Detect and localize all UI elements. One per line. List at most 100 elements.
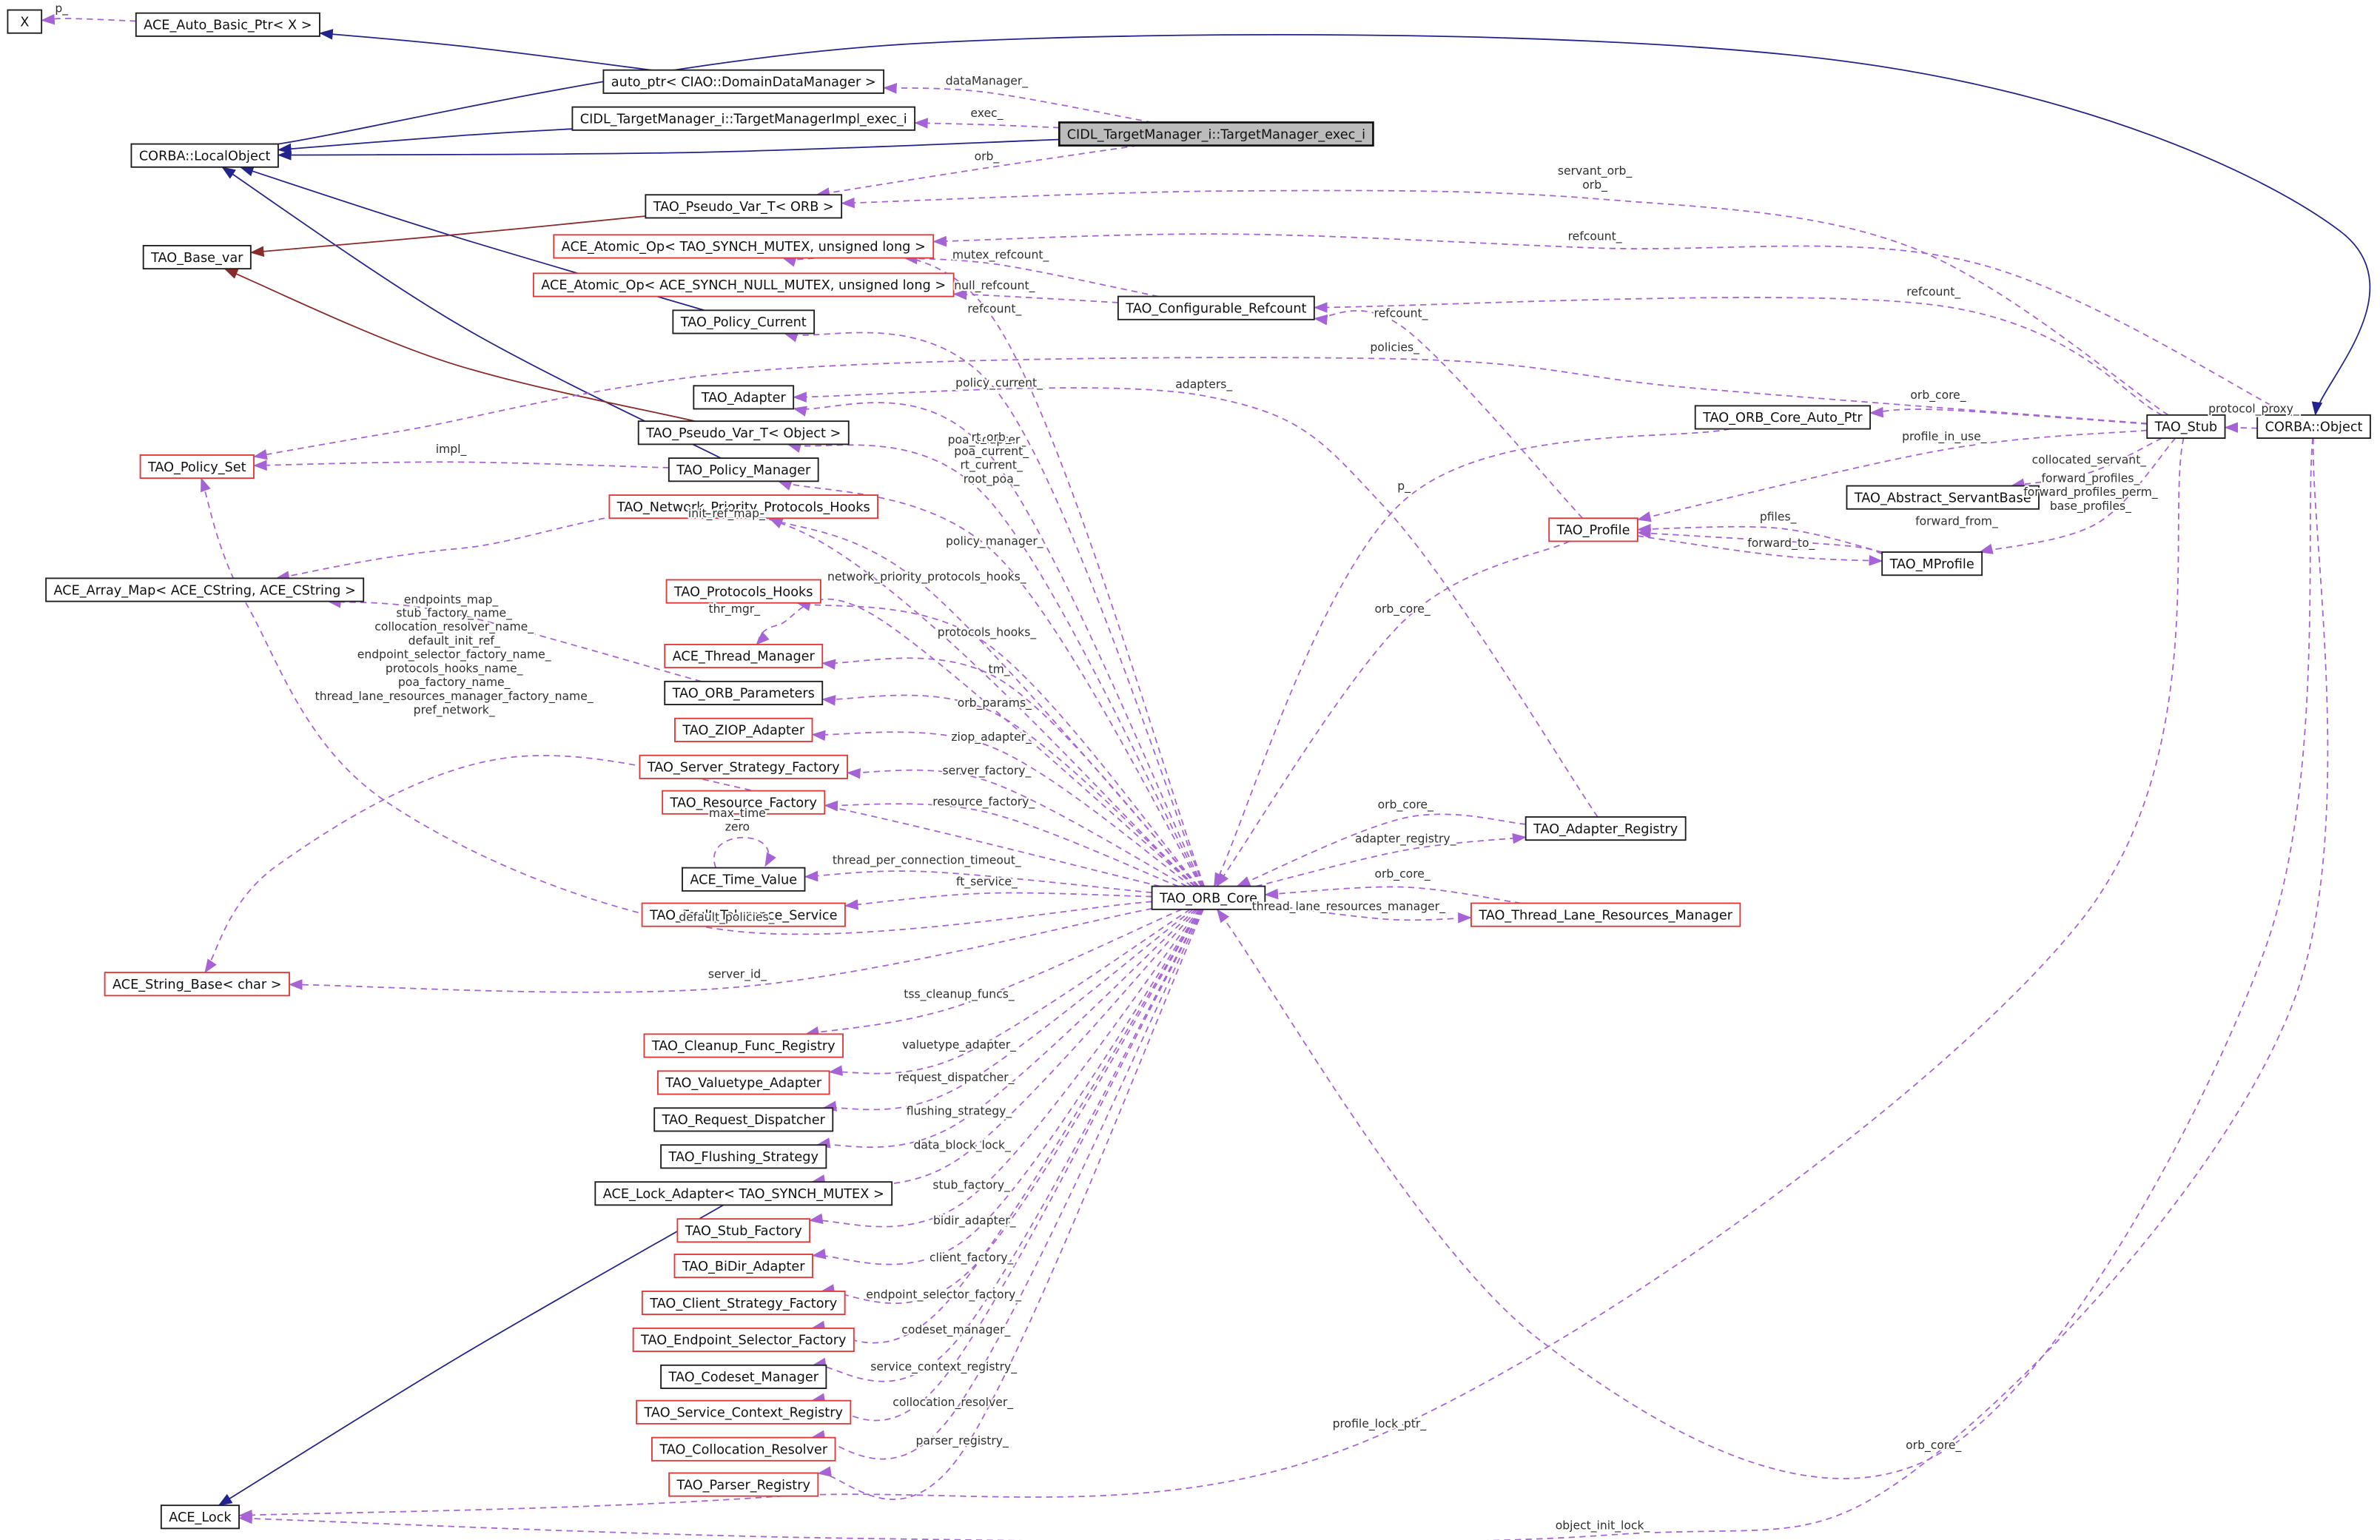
node-box-server_strategy_factory bbox=[639, 754, 848, 779]
node-endpoint_selector_factory[interactable]: TAO_Endpoint_Selector_Factory bbox=[632, 1327, 855, 1353]
edge-orb_core-to-ziop_adapter-42 bbox=[811, 730, 1193, 887]
node-request_dispatcher[interactable]: TAO_Request_Dispatcher bbox=[653, 1107, 834, 1132]
node-stub[interactable]: TAO_Stub bbox=[2146, 414, 2226, 439]
node-local_object[interactable]: CORBA::LocalObject bbox=[130, 143, 279, 168]
edge-label-orb_core-flushing_strategy-58: flushing_strategy_ bbox=[907, 1105, 1012, 1119]
node-box-request_dispatcher bbox=[653, 1107, 834, 1132]
node-string_base[interactable]: ACE_String_Base< char > bbox=[104, 972, 290, 997]
edge-label-stub-abstract_servant-27: collocated_servant_ bbox=[2032, 453, 2147, 467]
node-parser_registry[interactable]: TAO_Parser_Registry bbox=[668, 1472, 819, 1497]
node-network_priority_hooks[interactable]: TAO_Network_Priority_Protocols_Hooks bbox=[608, 494, 879, 520]
node-configurable_refcount[interactable]: TAO_Configurable_Refcount bbox=[1117, 295, 1315, 320]
node-tlrm[interactable]: TAO_Thread_Lane_Resources_Manager bbox=[1470, 902, 1741, 927]
node-resource_factory[interactable]: TAO_Resource_Factory bbox=[662, 790, 826, 815]
node-pseudo_var_object[interactable]: TAO_Pseudo_Var_T< Object > bbox=[637, 420, 850, 445]
node-label-endpoint_selector_factory: TAO_Endpoint_Selector_Factory bbox=[640, 1334, 846, 1348]
node-label-ace_auto_basic_ptr: ACE_Auto_Basic_Ptr< X > bbox=[144, 19, 312, 33]
node-cleanup_func_registry[interactable]: TAO_Cleanup_Func_Registry bbox=[643, 1033, 844, 1058]
node-server_strategy_factory[interactable]: TAO_Server_Strategy_Factory bbox=[639, 754, 848, 779]
edge-orb_core-to-orb_parameters-40 bbox=[821, 694, 1196, 887]
node-ft_service_cls[interactable]: TAO_Fault_Tolerance_Service bbox=[641, 902, 846, 927]
edge-orb_core-to-valuetype_adapter-56 bbox=[828, 909, 1191, 1076]
node-impl_exec[interactable]: CIDL_TargetManager_i::TargetManagerImpl_… bbox=[571, 106, 916, 131]
edge-pseudo_var_orb-to-base_var-10 bbox=[249, 215, 646, 257]
node-collocation_resolver[interactable]: TAO_Collocation_Resolver bbox=[651, 1436, 836, 1462]
node-box-collocation_resolver bbox=[651, 1436, 836, 1462]
node-ace_lock[interactable]: ACE_Lock bbox=[160, 1504, 240, 1530]
node-orb_core[interactable]: TAO_ORB_Core bbox=[1151, 885, 1266, 910]
node-label-network_priority_hooks: TAO_Network_Priority_Protocols_Hooks bbox=[616, 500, 870, 515]
edge-label-stub-mprofile-28: forward_profiles_forward_profiles_perm_b… bbox=[2023, 471, 2158, 513]
node-policy_manager[interactable]: TAO_Policy_Manager bbox=[668, 457, 819, 482]
node-label-stub: TAO_Stub bbox=[2154, 420, 2217, 435]
edge-orb_core-to-codeset_manager-64 bbox=[812, 909, 1203, 1382]
node-box-stub_factory_cls bbox=[676, 1218, 811, 1243]
node-box-adapter bbox=[693, 385, 795, 410]
node-atomic_op_synch[interactable]: ACE_Atomic_Op< TAO_SYNCH_MUTEX, unsigned… bbox=[553, 234, 935, 259]
edge-label-orb_core-orb_parameters-40: orb_params_ bbox=[958, 696, 1032, 710]
nodes-layer: X ACE_Auto_Basic_Ptr< X >auto_ptr< CIAO::… bbox=[7, 9, 2371, 1530]
edge-label-orb_core-server_strategy_factory-43: server_factory_ bbox=[942, 764, 1031, 779]
node-client_strategy_factory[interactable]: TAO_Client_Strategy_Factory bbox=[641, 1290, 846, 1316]
node-service_context_registry[interactable]: TAO_Service_Context_Registry bbox=[636, 1399, 852, 1425]
edge-exec-to-impl_exec-3 bbox=[914, 118, 1060, 129]
node-label-bidir_adapter: TAO_BiDir_Adapter bbox=[682, 1260, 805, 1274]
node-adapter_registry[interactable]: TAO_Adapter_Registry bbox=[1525, 816, 1687, 841]
edge-label-orb_core-parser_registry-67: parser_registry_ bbox=[915, 1434, 1009, 1448]
node-codeset_manager[interactable]: TAO_Codeset_Manager bbox=[660, 1364, 827, 1389]
edge-pseudo_var_object-to-base_var-11 bbox=[223, 268, 696, 423]
edge-label-tlrm-orb_core-50: orb_core_ bbox=[1374, 867, 1430, 881]
edge-label-corba_object-stub-71: protocol_proxy_ bbox=[2208, 403, 2299, 417]
node-flushing_strategy[interactable]: TAO_Flushing_Strategy bbox=[660, 1144, 827, 1169]
edge-orb_core-to-policy_current-21 bbox=[783, 332, 1205, 887]
node-adapter[interactable]: TAO_Adapter bbox=[693, 385, 795, 410]
edge-orb_core-to-policy_set-53 bbox=[201, 477, 1152, 935]
node-box-array_map bbox=[45, 577, 365, 602]
node-abstract_servant[interactable]: TAO_Abstract_ServantBase bbox=[1846, 485, 2040, 510]
node-label-auto_ptr: auto_ptr< CIAO::DomainDataManager > bbox=[611, 75, 876, 90]
edge-profile-to-configurable_refcount-17 bbox=[1313, 310, 1584, 519]
node-box-thread_manager bbox=[664, 643, 824, 669]
node-time_value[interactable]: ACE_Time_Value bbox=[682, 867, 806, 892]
node-orb_parameters[interactable]: TAO_ORB_Parameters bbox=[664, 680, 824, 705]
node-valuetype_adapter[interactable]: TAO_Valuetype_Adapter bbox=[656, 1070, 830, 1095]
node-thread_manager[interactable]: ACE_Thread_Manager bbox=[664, 643, 824, 669]
node-ziop_adapter[interactable]: TAO_ZIOP_Adapter bbox=[674, 717, 813, 742]
edge-tlrm-to-orb_core-50 bbox=[1264, 886, 1522, 904]
node-atomic_op_null[interactable]: ACE_Atomic_Op< ACE_SYNCH_NULL_MUTEX, uns… bbox=[532, 272, 955, 297]
node-box-atomic_op_null bbox=[532, 272, 955, 297]
edge-orb_core-to-client_strategy_factory-62 bbox=[820, 909, 1202, 1305]
node-auto_ptr[interactable]: auto_ptr< CIAO::DomainDataManager > bbox=[602, 69, 885, 94]
node-box-time_value bbox=[682, 867, 806, 892]
node-exec[interactable]: CIDL_TargetManager_i::TargetManager_exec… bbox=[1058, 121, 1374, 147]
node-x_cls[interactable]: X bbox=[7, 9, 43, 34]
node-policy_current[interactable]: TAO_Policy_Current bbox=[672, 309, 816, 334]
node-lock_adapter[interactable]: ACE_Lock_Adapter< TAO_SYNCH_MUTEX > bbox=[594, 1181, 893, 1206]
node-profile[interactable]: TAO_Profile bbox=[1548, 517, 1638, 542]
node-orb_core_auto_ptr[interactable]: TAO_ORB_Core_Auto_Ptr bbox=[1694, 405, 1871, 430]
node-stub_factory_cls[interactable]: TAO_Stub_Factory bbox=[676, 1218, 811, 1243]
node-corba_object[interactable]: CORBA::Object bbox=[2256, 414, 2371, 439]
edge-adapter_registry-to-orb_core-48 bbox=[1236, 813, 1526, 887]
edge-orb_core-to-adapter-23 bbox=[793, 402, 1204, 887]
node-protocols_hooks[interactable]: TAO_Protocols_Hooks bbox=[665, 579, 821, 604]
edge-label-orb_core-adapter-23: poa_adapter_ bbox=[948, 433, 1026, 447]
node-base_var[interactable]: TAO_Base_var bbox=[142, 244, 252, 270]
node-label-ziop_adapter: TAO_ZIOP_Adapter bbox=[682, 724, 804, 739]
node-ace_auto_basic_ptr[interactable]: ACE_Auto_Basic_Ptr< X > bbox=[135, 12, 320, 37]
node-policy_set[interactable]: TAO_Policy_Set bbox=[139, 454, 255, 480]
edge-orb_core-to-atomic_op_synch-15 bbox=[781, 253, 1205, 887]
node-box-policy_current bbox=[672, 309, 816, 334]
edge-corba_object-to-atomic_op_synch-18 bbox=[932, 233, 2290, 416]
edge-label-orb_core-protocols_hooks-38: protocols_hooks_ bbox=[938, 625, 1037, 639]
node-box-codeset_manager bbox=[660, 1364, 827, 1389]
node-bidir_adapter[interactable]: TAO_BiDir_Adapter bbox=[673, 1254, 813, 1279]
node-array_map[interactable]: ACE_Array_Map< ACE_CString, ACE_CString … bbox=[45, 577, 365, 602]
node-pseudo_var_orb[interactable]: TAO_Pseudo_Var_T< ORB > bbox=[645, 194, 843, 219]
edge-orb_core-to-resource_factory-44 bbox=[824, 800, 1179, 887]
node-mprofile[interactable]: TAO_MProfile bbox=[1881, 551, 1983, 576]
node-label-resource_factory: TAO_Resource_Factory bbox=[670, 796, 817, 810]
edge-auto_ptr-to-ace_auto_basic_ptr-1 bbox=[319, 29, 652, 71]
node-label-cleanup_func_registry: TAO_Cleanup_Func_Registry bbox=[651, 1039, 836, 1054]
node-box-protocols_hooks bbox=[665, 579, 821, 604]
